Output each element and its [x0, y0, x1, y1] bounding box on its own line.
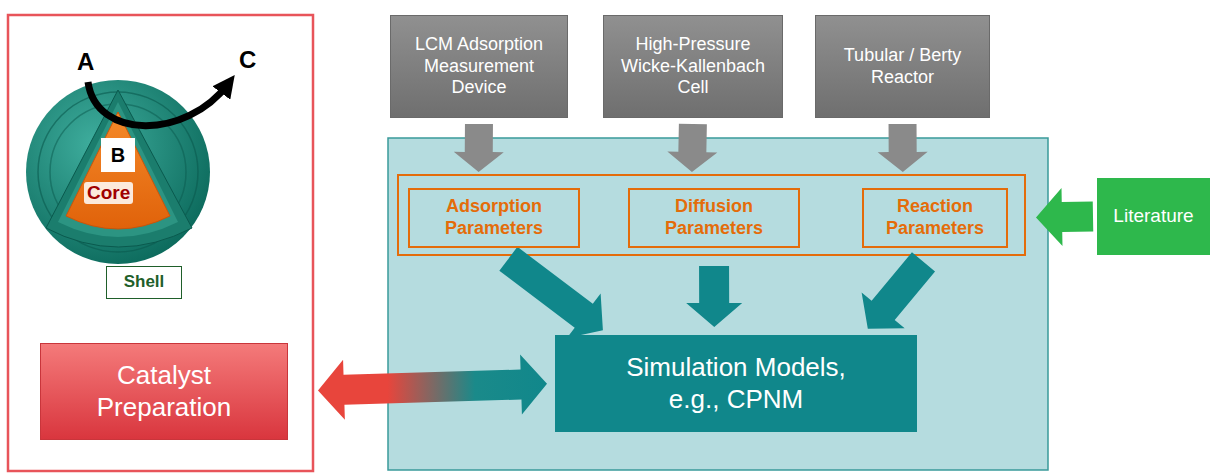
node-text: B — [111, 143, 125, 167]
parameter-box: Adsorption Parameters — [408, 188, 580, 248]
left-panel — [8, 15, 313, 471]
species-box: B — [101, 138, 135, 172]
block-arrow — [1036, 188, 1093, 246]
block-arrow — [318, 355, 547, 420]
node-text: Reaction Parameters — [870, 196, 1000, 239]
source-box: Literature — [1097, 178, 1210, 255]
core-label: Core — [84, 182, 133, 204]
preparation-box: Catalyst Preparation — [40, 343, 288, 440]
node-text: Adsorption Parameters — [419, 196, 569, 239]
node-text: Tubular / Berty Reactor — [828, 45, 978, 88]
device-box: High-Pressure Wicke-Kallenbach Cell — [603, 15, 783, 118]
node-text: Diffusion Parameters — [639, 196, 789, 239]
node-text: LCM Adsorption Measurement Device — [400, 34, 558, 99]
species-label: A — [74, 48, 97, 76]
parameter-group — [398, 175, 1025, 255]
model-panel — [388, 138, 1048, 470]
node-text: High-Pressure Wicke-Kallenbach Cell — [613, 34, 773, 99]
device-box: LCM Adsorption Measurement Device — [390, 15, 568, 118]
node-text: Literature — [1113, 205, 1193, 228]
catalyst-particle — [26, 80, 228, 264]
block-arrow — [667, 124, 717, 172]
node-text: Simulation Models, e.g., CPNM — [605, 352, 867, 414]
device-box: Tubular / Berty Reactor — [815, 15, 990, 118]
simulation-box: Simulation Models, e.g., CPNM — [555, 335, 917, 432]
species-label: C — [236, 46, 259, 74]
block-arrow — [499, 247, 603, 338]
shell-box: Shell — [106, 266, 182, 299]
block-arrow — [862, 252, 935, 329]
block-arrow — [454, 124, 504, 172]
parameter-box: Diffusion Parameters — [628, 188, 800, 248]
block-arrow — [878, 124, 928, 172]
block-arrow — [686, 266, 742, 327]
parameter-box: Reaction Parameters — [862, 188, 1008, 248]
node-text: Catalyst Preparation — [64, 360, 264, 422]
node-text: Shell — [124, 272, 165, 292]
